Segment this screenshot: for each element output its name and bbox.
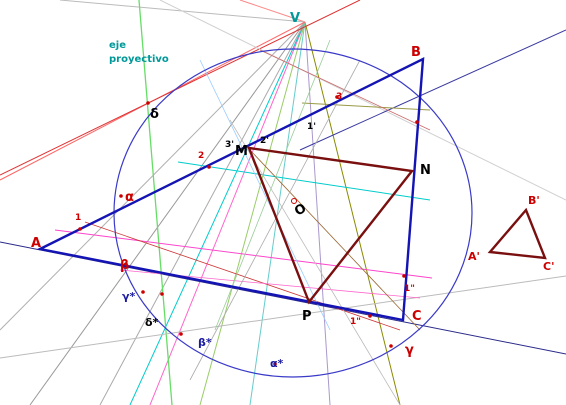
point-1-double-prime-a [402,274,406,278]
construction-line-6 [249,21,306,405]
label-delta-star: δ* [145,316,159,329]
construction-line-18 [299,29,566,151]
label-vertex-C-prime: C' [543,260,554,273]
label-point-1: 1 [75,213,81,223]
point-1 [78,227,82,231]
construction-line-4 [304,21,331,405]
construction-line-10 [129,21,306,405]
point-gamma [389,344,393,348]
label-vertex-M: M [235,144,248,159]
label-vertex-A-prime: A' [468,250,480,263]
point-delta [146,101,150,105]
label-vertex-P: P [302,309,312,324]
label-gamma-star: γ* [122,290,135,303]
label-point-1-prime: 1' [307,122,316,132]
label-alpha-star: α* [270,357,284,370]
construction-line-22 [84,221,401,331]
circle-dot-icon [291,198,297,204]
construction-line-5 [149,21,306,405]
point-beta-star [179,332,183,336]
construction-line-15 [0,275,566,359]
points-layer [78,95,419,366]
triangle-MNP [247,146,415,305]
triangle-ABC [36,56,425,322]
label-vertex-C: C [412,309,422,324]
label-point-2: 2 [198,151,204,161]
triangle-A-prime-B-prime-C-prime [487,207,547,260]
label-point-3-prime: 3' [225,140,234,150]
label-beta: β [120,258,129,273]
triangles-layer [36,56,547,322]
construction-line-2 [0,21,306,331]
label-point-1-double-prime-b: 1" [350,317,361,327]
label-vertex-B: B [411,45,421,60]
point-alpha [119,194,123,198]
construction-line-24 [249,149,421,331]
construction-line-21 [301,102,431,111]
label-point-1-double-prime-a: 1" [404,284,415,294]
construction-line-3 [304,21,401,405]
point-1-double-prime-b [368,314,372,318]
point-1-prime [415,120,419,124]
construction-line-14 [138,0,173,405]
construction-line-27 [199,59,331,331]
construction-line-11 [99,21,306,405]
construction-line-25 [259,49,431,131]
construction-line-26 [229,119,401,405]
construction-line-13 [0,0,361,176]
point-gamma-star [141,290,145,294]
label-beta-star: β* [198,336,212,349]
label-point-2-prime: 2' [260,136,269,146]
label-vertex-A: A [31,236,41,251]
point-beta [124,262,128,266]
label-vertex-B-prime: B' [528,194,540,207]
point-2 [207,165,211,169]
construction-line-28 [214,39,331,331]
point-3 [335,95,339,99]
projective-axis-caption-line1: eje [109,40,126,51]
construction-line-8 [239,0,306,23]
label-vertex-V: V [290,11,300,26]
label-gamma: γ [405,343,414,358]
label-delta: δ [150,107,159,122]
point-alpha-star [273,362,277,366]
projective-axis-caption-line2: proyectivo [109,54,169,65]
label-point-3: 3 [336,92,342,102]
label-vertex-N: N [420,163,431,178]
construction-line-7 [199,21,306,405]
construction-line-19 [54,229,433,279]
construction-line-20 [177,161,431,201]
label-alpha: α [125,190,134,205]
point-delta-star [160,292,164,296]
construction-line-29 [189,59,361,381]
construction-line-1 [29,21,306,405]
construction-line-16 [159,0,566,201]
